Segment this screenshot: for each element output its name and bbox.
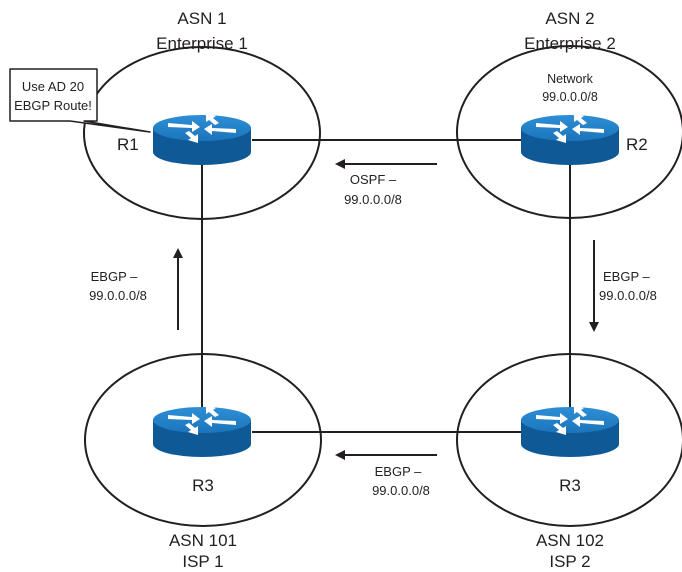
ospf-protocol-label: OSPF –: [350, 172, 397, 187]
router-r3-isp2-icon: [521, 405, 619, 457]
ebgp-r3-r1-protocol-label: EBGP –: [91, 269, 139, 284]
network-label: Network: [547, 72, 594, 86]
router-r1-label: R1: [117, 135, 139, 154]
router-r3-isp1-icon: [153, 405, 251, 457]
router-r2-label: R2: [626, 135, 648, 154]
ebgp-r2-r3-prefix-label: 99.0.0.0/8: [599, 288, 657, 303]
ebgp-r2-r3-protocol-label: EBGP –: [603, 269, 651, 284]
ebgp-r3-r3-protocol-label: EBGP –: [375, 464, 423, 479]
asn2-number: ASN 2: [545, 9, 594, 28]
router-r2-icon: [521, 113, 619, 165]
callout-line-2: EBGP Route!: [14, 98, 92, 113]
asn1-name: Enterprise 1: [156, 34, 248, 53]
network-prefix: 99.0.0.0/8: [542, 90, 598, 104]
ospf-prefix-label: 99.0.0.0/8: [344, 192, 402, 207]
ebgp-r3-r3-prefix-label: 99.0.0.0/8: [372, 483, 430, 498]
asn2-name: Enterprise 2: [524, 34, 616, 53]
asn102-name: ISP 2: [549, 552, 590, 571]
router-r3-isp2-label: R3: [559, 476, 581, 495]
asn101-number: ASN 101: [169, 531, 237, 550]
ebgp-r3-r1-prefix-label: 99.0.0.0/8: [89, 288, 147, 303]
router-r3-isp1-label: R3: [192, 476, 214, 495]
asn1-number: ASN 1: [177, 9, 226, 28]
callout-bubble: [9, 68, 151, 133]
router-r1-icon: [153, 113, 251, 165]
asn102-number: ASN 102: [536, 531, 604, 550]
callout-line-1: Use AD 20: [22, 79, 84, 94]
asn101-name: ISP 1: [182, 552, 223, 571]
